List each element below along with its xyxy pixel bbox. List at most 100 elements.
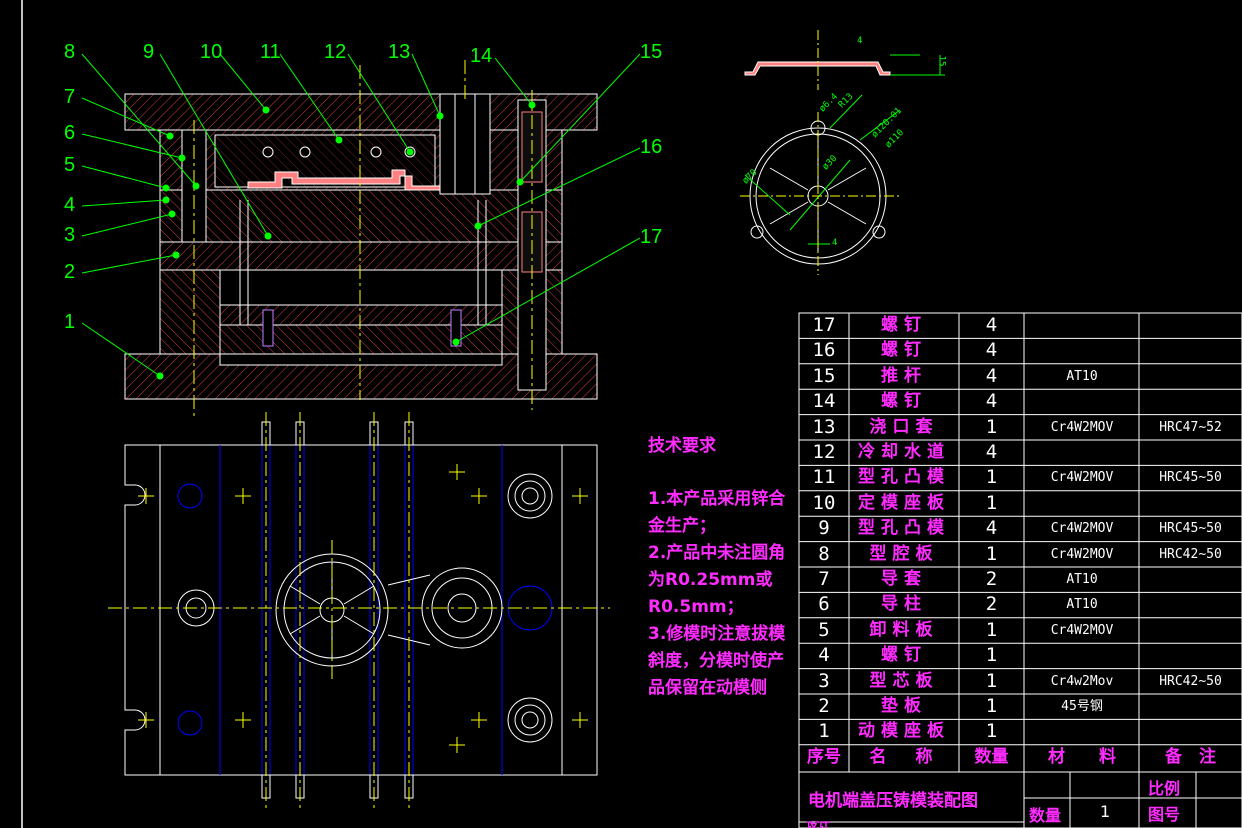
bom-remark xyxy=(1139,643,1242,668)
bom-name: 型孔凸模 xyxy=(858,467,950,488)
tech-title: 技术要求 xyxy=(648,436,716,456)
callout-13: 13 xyxy=(388,41,411,63)
bom-remark: HRC42~50 xyxy=(1159,673,1222,689)
bom-qty: 1 xyxy=(985,491,998,514)
callout-10: 10 xyxy=(200,41,223,63)
bom-material: Cr4W2MOV xyxy=(1050,521,1114,537)
bom-name: 卸料板 xyxy=(869,619,939,640)
bom-qty: 2 xyxy=(985,568,998,590)
bom-no: 1 xyxy=(818,720,830,743)
bom-material: Cr4W2MOV xyxy=(1050,470,1114,486)
bom-no: 3 xyxy=(818,669,830,692)
bom-qty: 2 xyxy=(985,593,998,616)
bom-remark: HRC45~50 xyxy=(1159,521,1222,537)
quantity-value: 1 xyxy=(1100,802,1111,821)
bom-name: 定模座板 xyxy=(858,492,950,513)
bom-name: 浇口套 xyxy=(869,416,939,437)
bom-name: 推杆 xyxy=(881,365,927,386)
bom-material xyxy=(1027,719,1137,744)
dim-rib-width: 4 xyxy=(832,238,838,248)
callout-1: 1 xyxy=(64,311,76,333)
quantity-label: 数量 xyxy=(1029,806,1062,825)
callout-7: 7 xyxy=(64,86,76,108)
bom-no: 2 xyxy=(818,695,830,717)
bom-material: AT10 xyxy=(1066,572,1098,587)
callout-17: 17 xyxy=(640,226,663,248)
callout-8: 8 xyxy=(64,41,76,63)
bom-name: 动模座板 xyxy=(858,721,950,742)
bom-row: 11 型孔凸模 1 Cr4W2MOV HRC45~50 xyxy=(799,465,1242,490)
bom-material xyxy=(1027,338,1137,363)
bom-qty: 4 xyxy=(985,314,998,336)
bom-name: 导套 xyxy=(881,569,927,589)
bom-row: 15 推杆 4 AT10 xyxy=(799,364,1242,389)
bom-material xyxy=(1027,389,1137,414)
bom-remark xyxy=(1139,567,1242,592)
bom-material: AT10 xyxy=(1066,368,1098,384)
plan-view xyxy=(108,412,610,808)
part-view xyxy=(740,30,945,275)
bom-remark xyxy=(1139,364,1242,389)
bom-qty: 4 xyxy=(985,390,998,413)
bom-material: 45号钢 xyxy=(1061,699,1103,714)
bom-qty: 4 xyxy=(985,364,998,387)
bom-header-remark: 备 注 xyxy=(1165,746,1216,767)
bom-name: 型孔凸模 xyxy=(858,518,950,539)
bom-no: 10 xyxy=(812,491,836,514)
designer-label: 设计 xyxy=(806,821,831,828)
bom-no: 11 xyxy=(812,466,836,489)
bom-no: 9 xyxy=(818,517,830,540)
bom-material: Cr4W2MOV xyxy=(1050,622,1114,638)
bom-no: 14 xyxy=(812,390,836,413)
bom-material xyxy=(1027,440,1137,465)
bom-qty: 4 xyxy=(985,441,998,463)
tech-item-1: 1.本产品采用锌合金生产； xyxy=(648,489,786,536)
bom-material: Cr4W2MOV xyxy=(1050,546,1114,562)
bom-name: 螺钉 xyxy=(881,315,927,335)
bom-no: 8 xyxy=(818,542,830,565)
section-view xyxy=(124,60,598,420)
title-block-grid xyxy=(799,771,1242,828)
callout-4: 4 xyxy=(64,194,76,216)
bom-header-material: 材 料 xyxy=(1048,746,1116,767)
bom-remark: HRC45~50 xyxy=(1159,470,1222,486)
bom-no: 5 xyxy=(818,618,830,641)
bom-name: 型芯板 xyxy=(869,670,939,691)
bom-material: Cr4W2MOV xyxy=(1050,419,1114,435)
bom-qty: 1 xyxy=(985,466,998,489)
dim-top-thickness: 4 xyxy=(857,36,863,46)
bom-row: 10 定模座板 1 xyxy=(799,491,1242,516)
bom-row: 3 型芯板 1 Cr4w2Mov HRC42~50 xyxy=(799,669,1242,694)
drawing-title: 电机端盖压铸模装配图 xyxy=(808,791,978,811)
bom-remark xyxy=(1139,338,1242,363)
tech-item-2: 2.产品中未注圆角为R0.25mm或R0.5mm； xyxy=(648,543,786,617)
bom-header-no: 序号 xyxy=(807,746,841,767)
dim-height: 15 xyxy=(936,55,947,67)
bom-name: 型腔板 xyxy=(869,543,939,564)
technical-requirements: 技术要求 1.本产品采用锌合金生产； 2.产品中未注圆角为R0.25mm或R0.… xyxy=(648,433,798,702)
bom-row: 14 螺钉 4 xyxy=(799,389,1242,414)
drawing-number-label: 图号 xyxy=(1148,805,1181,824)
bom-material xyxy=(1027,313,1137,338)
bom-qty: 1 xyxy=(985,415,998,438)
bom-remark xyxy=(1139,618,1242,643)
bom-material: Cr4w2Mov xyxy=(1050,673,1114,689)
bom-no: 13 xyxy=(812,415,836,438)
scale-label: 比例 xyxy=(1148,779,1181,798)
bom-name: 导柱 xyxy=(881,594,927,615)
bom-qty: 1 xyxy=(985,669,998,692)
bom-no: 15 xyxy=(812,364,836,387)
bom-name: 螺钉 xyxy=(881,391,927,412)
bom-no: 6 xyxy=(818,593,830,616)
bom-name: 垫板 xyxy=(881,696,927,716)
bom-remark xyxy=(1139,389,1242,414)
bom-remark xyxy=(1139,440,1242,465)
bom-remark xyxy=(1139,694,1242,719)
callout-16: 16 xyxy=(640,136,663,158)
